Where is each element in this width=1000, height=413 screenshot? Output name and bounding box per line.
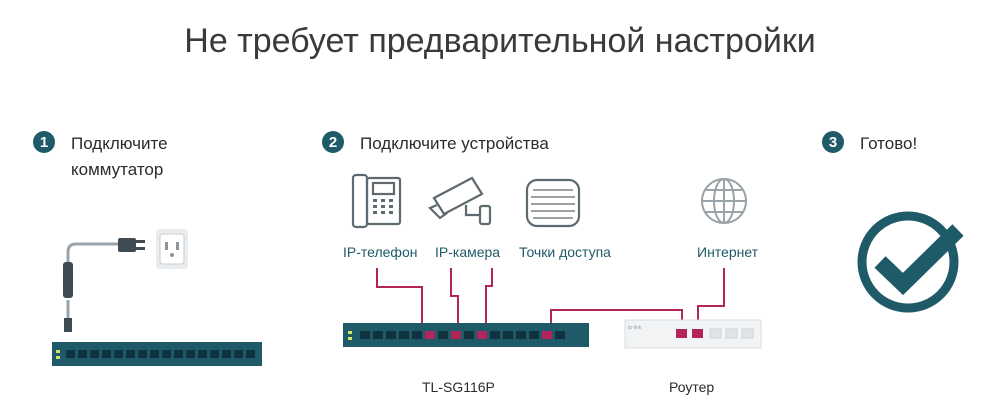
switch-port — [126, 350, 135, 358]
switch-port — [114, 350, 123, 358]
switch-port — [503, 331, 513, 339]
switch-port — [66, 350, 75, 358]
switch-port — [162, 350, 171, 358]
step-number: 2 — [322, 131, 344, 153]
switch-port — [246, 350, 255, 358]
step-2: 2 Подключите устройства — [322, 131, 549, 157]
switch-port — [373, 331, 383, 339]
router-label: Роутер — [669, 379, 715, 395]
globe-icon — [701, 178, 747, 224]
ip-camera-icon — [428, 176, 492, 226]
cables — [376, 268, 725, 328]
switch-port — [542, 331, 552, 339]
switch-port — [210, 350, 219, 358]
switch-port — [412, 331, 422, 339]
switch-port — [138, 350, 147, 358]
access-point-icon — [525, 178, 581, 228]
step-3: 3 Готово! — [822, 131, 917, 157]
switch-tl-sg116p-icon — [343, 323, 589, 347]
switch-port — [425, 331, 435, 339]
switch-port — [222, 350, 231, 358]
switch-port — [529, 331, 539, 339]
step-number: 1 — [33, 131, 55, 153]
access-points-label: Точки доступа — [519, 244, 611, 260]
switch-port — [464, 331, 474, 339]
power-outlet-icon — [156, 229, 188, 269]
switch-port — [360, 331, 370, 339]
switch-port — [198, 350, 207, 358]
switch-port — [174, 350, 183, 358]
step-number: 3 — [822, 131, 844, 153]
switch-port — [386, 331, 396, 339]
switch-port — [490, 331, 500, 339]
switch-icon — [52, 342, 262, 366]
switch-port — [78, 350, 87, 358]
switch-port — [399, 331, 409, 339]
switch-port — [90, 350, 99, 358]
step-label: Готово! — [860, 134, 918, 153]
switch-port — [438, 331, 448, 339]
step-label: Подключите коммутатор — [71, 134, 168, 179]
step-label: Подключите устройства — [360, 134, 549, 153]
switch-port — [234, 350, 243, 358]
switch-port — [186, 350, 195, 358]
checkmark-icon — [857, 211, 964, 313]
ip-phone-icon — [351, 173, 402, 229]
switch-port — [150, 350, 159, 358]
step-1: 1 Подключите коммутатор — [33, 131, 181, 183]
power-plug-icon — [63, 238, 145, 332]
switch-model-label: TL-SG116P — [422, 379, 495, 395]
switch-port — [451, 331, 461, 339]
internet-label: Интернет — [697, 244, 759, 260]
router-brand: tp-link — [628, 325, 642, 331]
switch-port — [555, 331, 565, 339]
switch-port — [477, 331, 487, 339]
ip-phone-label: IP-телефон — [343, 244, 418, 260]
switch-port — [516, 331, 526, 339]
ip-camera-label: IP-камера — [435, 244, 501, 260]
page-title: Не требует предварительной настройки — [184, 22, 816, 60]
switch-port — [102, 350, 111, 358]
router-icon: tp-link — [624, 319, 762, 349]
